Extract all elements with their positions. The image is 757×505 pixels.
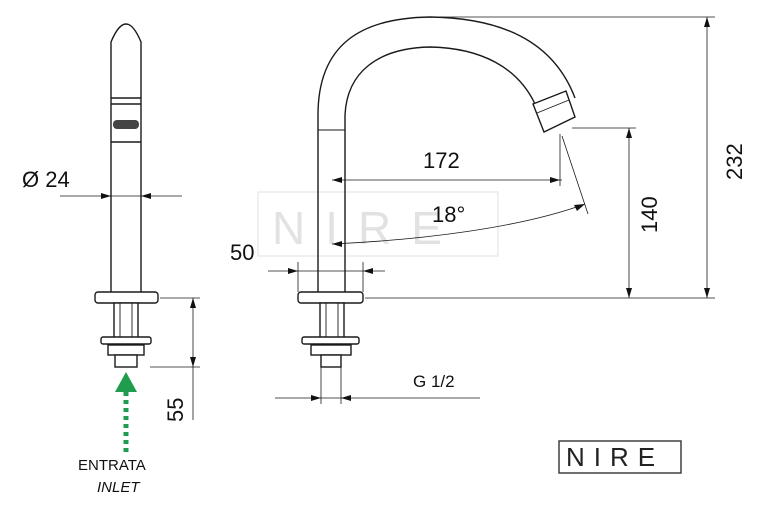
dim-shank-label: 55 [163,398,188,422]
watermark-frame [257,191,499,257]
spout-inner-contour [344,46,536,298]
spout-tip-line [536,99,570,114]
dim-thick-arrow-l [288,268,298,274]
dim-total-arrow-top [704,17,710,27]
dim-shank-arrow-bot [190,357,196,367]
side-inlet-stub [114,354,138,368]
spout-tip [532,90,576,133]
front-flange [297,291,364,304]
aerator-icon [113,120,139,129]
dim-shank-arrow-top [190,298,196,308]
dim-angle-ray [561,135,589,215]
logo-text: NIRE [566,442,664,472]
dim-spout-arrow-top [626,128,632,138]
dim-spout-label: 140 [637,196,662,233]
front-view: 232 140 172 18° 50 G 1/2 [230,16,747,404]
front-inlet-stub [320,354,342,368]
logo-frame [558,440,682,474]
inlet-arrow-icon [115,372,137,392]
front-washer [301,336,360,345]
side-view-body [110,23,142,294]
side-washer [100,336,152,345]
dim-thick-arrow-r [363,268,373,274]
dim-diameter-arrow-l [101,193,111,199]
dim-reach-arrow-r [550,177,560,183]
brand-logo: NIRE [558,440,682,474]
watermark-text: NIRE [272,202,462,254]
side-nut [107,344,145,356]
inlet-label-it: ENTRATA [78,457,146,474]
dim-reach-arrow-l [332,177,342,183]
inlet-label-en: INLET [97,479,141,496]
dim-thread-label: G 1/2 [413,372,455,391]
side-flange [94,291,159,304]
dim-thread-arrow-r [341,395,351,401]
dim-total-arrow-bot [704,288,710,298]
spout-outer-contour [317,16,576,298]
dim-angle-label: 18° [432,202,465,227]
dim-diameter-label: Ø 24 [22,167,70,192]
dim-total-label: 232 [722,143,747,180]
dim-spout-arrow-bot [626,288,632,298]
side-view: Ø 24 55 ENTRATA INLET [22,23,200,496]
dim-thick-label: 50 [230,240,254,265]
dim-thread-arrow-l [311,395,321,401]
dim-angle-arrow-l [332,241,342,247]
front-nut [310,344,352,356]
dim-angle-arc [331,203,586,245]
dim-reach-label: 172 [423,148,460,173]
dim-angle-arrow-r [574,204,585,211]
dim-diameter-arrow-r [141,193,151,199]
